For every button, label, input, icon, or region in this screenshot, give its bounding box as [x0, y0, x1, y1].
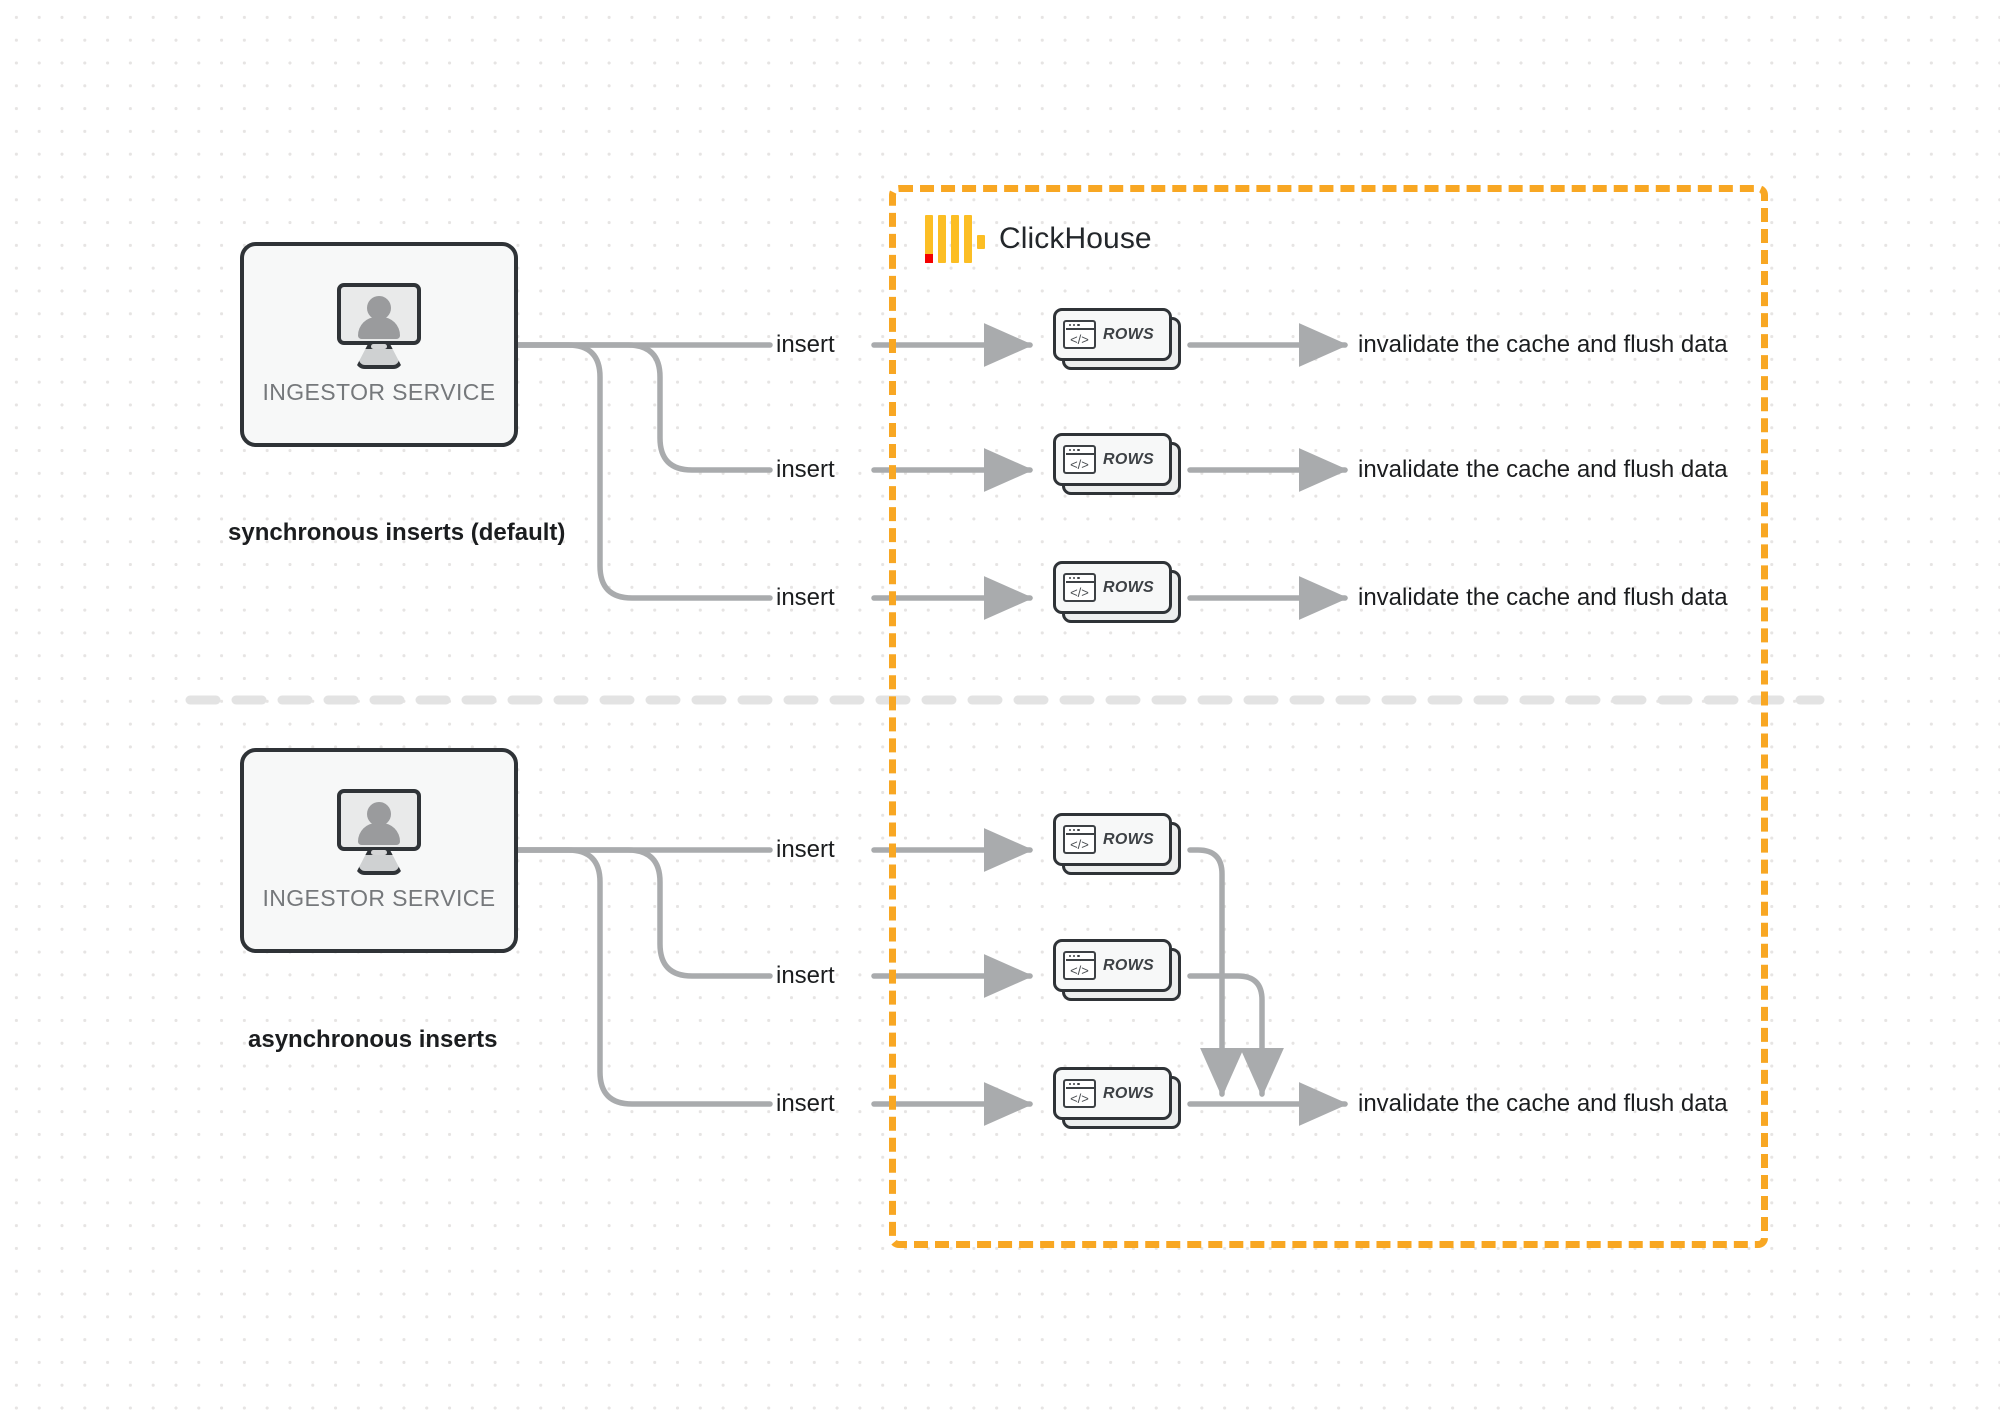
result-label-sync-1: invalidate the cache and flush data — [1358, 331, 1728, 358]
clickhouse-wordmark: ClickHouse — [999, 222, 1152, 255]
insert-label-sync-2: insert — [776, 456, 835, 483]
insert-label-async-2: insert — [776, 962, 835, 989]
rows-node-label: ROWS — [1103, 450, 1154, 468]
rows-node-stack-front: </> ROWS — [1053, 939, 1172, 992]
insert-label-sync-1: insert — [776, 331, 835, 358]
rows-node-label: ROWS — [1103, 956, 1154, 974]
insert-label-sync-3: insert — [776, 584, 835, 611]
rows-node-stack-front: </> ROWS — [1053, 308, 1172, 361]
code-window-icon: </> — [1063, 573, 1096, 602]
result-label-sync-2: invalidate the cache and flush data — [1358, 456, 1728, 483]
section-caption-asynchronous: asynchronous inserts — [248, 1026, 498, 1053]
code-glyph: </> — [1070, 584, 1089, 600]
insert-label-async-3: insert — [776, 1090, 835, 1117]
user-monitor-icon — [331, 283, 427, 369]
rows-node-label: ROWS — [1103, 1084, 1154, 1102]
rows-node-sync-1[interactable]: </> ROWS — [1053, 308, 1181, 370]
code-glyph: </> — [1070, 962, 1089, 978]
rows-node-stack-front: </> ROWS — [1053, 433, 1172, 486]
section-caption-synchronous: synchronous inserts (default) — [228, 519, 566, 546]
code-glyph: </> — [1070, 456, 1089, 472]
code-window-icon: </> — [1063, 320, 1096, 349]
code-window-icon: </> — [1063, 951, 1096, 980]
rows-node-stack-front: </> ROWS — [1053, 813, 1172, 866]
rows-node-async-1[interactable]: </> ROWS — [1053, 813, 1181, 875]
code-glyph: </> — [1070, 1090, 1089, 1106]
clickhouse-boundary — [889, 185, 1768, 1248]
result-label-async-merged: invalidate the cache and flush data — [1358, 1090, 1728, 1117]
code-window-icon: </> — [1063, 825, 1096, 854]
insert-label-async-1: insert — [776, 836, 835, 863]
rows-node-async-2[interactable]: </> ROWS — [1053, 939, 1181, 1001]
clickhouse-brand: ClickHouse — [925, 215, 1152, 263]
clickhouse-logo-icon — [925, 215, 985, 263]
rows-node-label: ROWS — [1103, 830, 1154, 848]
code-glyph: </> — [1070, 331, 1089, 347]
rows-node-stack-front: </> ROWS — [1053, 561, 1172, 614]
ingestor-service-label: INGESTOR SERVICE — [262, 885, 496, 911]
result-label-sync-3: invalidate the cache and flush data — [1358, 584, 1728, 611]
user-monitor-icon — [331, 789, 427, 875]
code-window-icon: </> — [1063, 1079, 1096, 1108]
rows-node-async-3[interactable]: </> ROWS — [1053, 1067, 1181, 1129]
rows-node-stack-front: </> ROWS — [1053, 1067, 1172, 1120]
code-glyph: </> — [1070, 836, 1089, 852]
rows-node-label: ROWS — [1103, 578, 1154, 596]
rows-node-label: ROWS — [1103, 325, 1154, 343]
ingestor-service-sync[interactable]: INGESTOR SERVICE — [240, 242, 518, 447]
rows-node-sync-3[interactable]: </> ROWS — [1053, 561, 1181, 623]
ingestor-service-label: INGESTOR SERVICE — [262, 379, 496, 405]
rows-node-sync-2[interactable]: </> ROWS — [1053, 433, 1181, 495]
code-window-icon: </> — [1063, 445, 1096, 474]
ingestor-service-async[interactable]: INGESTOR SERVICE — [240, 748, 518, 953]
